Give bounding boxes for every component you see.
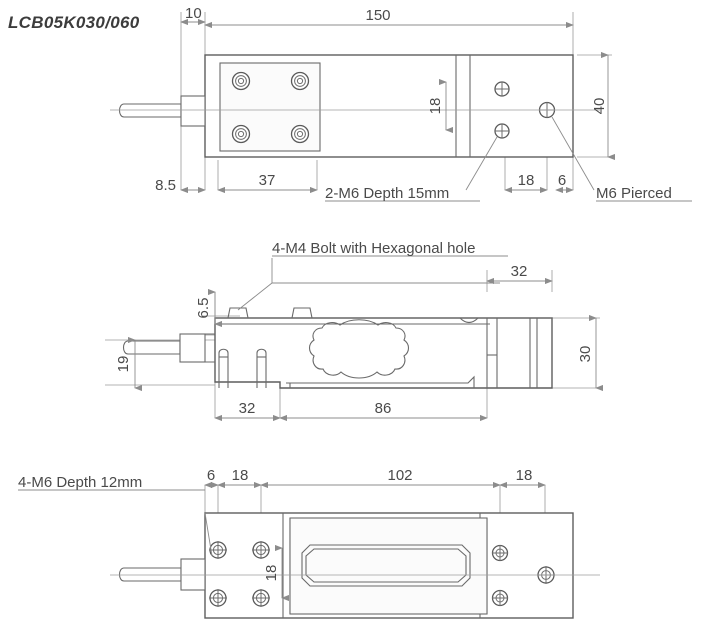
bottom-view-slot-recess — [301, 544, 471, 587]
dimension-bottom-18-first: 18 — [217, 467, 262, 489]
note-4m6-depth-12mm: 4-M6 Depth 12mm — [18, 474, 213, 557]
top-view: 10 150 40 18 8.5 37 18 — [110, 5, 692, 202]
bottom-view: 6 18 102 18 18 4-M6 Depth 12mm — [18, 467, 600, 619]
dimension-value: 18 — [516, 467, 533, 484]
dimension-value: 86 — [375, 400, 392, 417]
cable-gland-icon — [180, 95, 206, 127]
note-label: 2-M6 Depth 15mm — [325, 185, 449, 202]
top-view-bolt-group — [231, 71, 310, 144]
m4-bolt-head-icon — [227, 307, 249, 319]
side-view-dowel-pins — [218, 348, 267, 388]
note-2m6-depth-15mm: 2-M6 Depth 15mm — [325, 136, 498, 202]
m4-bolt-head-icon — [291, 307, 313, 319]
dimension-bottom-102: 102 — [260, 467, 501, 489]
side-view-bolt-heads — [227, 307, 313, 319]
note-label: M6 Pierced — [596, 185, 672, 202]
dimension-value: 6 — [558, 172, 566, 189]
dowel-pin-icon — [256, 348, 267, 388]
dimension-value: 40 — [591, 98, 608, 115]
dimension-side-86: 86 — [279, 400, 488, 422]
bottom-view-cable-assembly — [118, 558, 206, 591]
dimension-value: 6.5 — [195, 298, 212, 319]
note-4m4-bolt: 4-M4 Bolt with Hexagonal hole — [237, 240, 508, 311]
side-view: 6.5 19 32 86 32 30 4-M4 Bolt with Hexago… — [105, 240, 604, 422]
dimension-top-37: 37 — [217, 172, 318, 194]
m6-tapped-hole-icon — [209, 589, 227, 607]
dimension-value: 32 — [511, 263, 528, 280]
top-view-cable-assembly — [118, 95, 206, 127]
cable-icon — [122, 340, 181, 355]
dimension-bottom-18-last: 18 — [499, 467, 546, 489]
dimension-top-8-5: 8.5 — [155, 177, 206, 194]
hex-socket-bolt-icon — [231, 124, 251, 144]
m6-tapped-hole-icon — [491, 589, 509, 607]
dimension-value: 18 — [427, 98, 444, 115]
dimension-value: 18 — [263, 565, 280, 582]
dimension-side-32-left: 32 — [214, 400, 281, 422]
dimension-value: 30 — [577, 346, 594, 363]
dimension-side-30: 30 — [577, 314, 604, 392]
dimension-bottom-18-vertical: 18 — [263, 544, 290, 602]
dimension-value: 102 — [387, 467, 412, 484]
dimension-top-150: 150 — [204, 7, 574, 29]
page-title: LCB05K030/060 — [8, 13, 140, 32]
dimension-top-10: 10 — [180, 5, 206, 26]
side-view-end-block — [459, 317, 538, 388]
cable-icon — [118, 567, 182, 582]
hex-socket-bolt-icon — [231, 71, 251, 91]
dimension-value: 8.5 — [155, 177, 176, 194]
cable-icon — [118, 103, 182, 118]
dimension-bottom-6: 6 — [204, 467, 219, 489]
dowel-pin-icon — [218, 348, 229, 388]
dimension-value: 10 — [185, 5, 202, 22]
dimension-value: 18 — [232, 467, 249, 484]
dimension-top-18-vertical: 18 — [427, 78, 454, 134]
note-label: 4-M6 Depth 12mm — [18, 474, 142, 491]
m6-tapped-hole-icon — [252, 589, 270, 607]
dimension-top-6: 6 — [555, 172, 574, 194]
dimension-value: 18 — [518, 172, 535, 189]
side-view-strain-gauge-cutout — [308, 319, 410, 379]
dimension-value: 32 — [239, 400, 256, 417]
dimension-side-6-5: 6.5 — [195, 288, 223, 328]
dimension-top-40: 40 — [591, 51, 616, 161]
note-m6-pierced: M6 Pierced — [551, 116, 692, 202]
cable-gland-icon — [179, 333, 206, 363]
dimension-value: 150 — [365, 7, 390, 24]
hex-socket-bolt-icon — [290, 71, 310, 91]
side-view-bottom-pocket — [286, 375, 475, 388]
dimension-value: 37 — [259, 172, 276, 189]
dimension-side-19: 19 — [115, 336, 143, 392]
bottom-view-m6-hole-group-right — [491, 544, 555, 607]
dimension-value: 6 — [207, 467, 215, 484]
m6-tapped-hole-icon — [494, 81, 510, 97]
m6-tapped-hole-icon — [252, 541, 270, 559]
m6-tapped-hole-icon — [209, 541, 227, 559]
hex-socket-bolt-icon — [290, 124, 310, 144]
m6-tapped-hole-icon — [491, 544, 509, 562]
cable-gland-icon — [180, 558, 206, 591]
m6-tapped-hole-icon — [494, 123, 510, 139]
note-label: 4-M4 Bolt with Hexagonal hole — [272, 240, 475, 257]
dimension-value: 19 — [115, 356, 132, 373]
dimension-top-18-horizontal: 18 — [504, 172, 548, 194]
bottom-view-center-pocket — [289, 517, 488, 615]
dimension-side-32-right: 32 — [486, 263, 553, 285]
bottom-view-slot-recess-inner — [305, 548, 467, 583]
bottom-view-m6-hole-group-left — [209, 541, 270, 607]
